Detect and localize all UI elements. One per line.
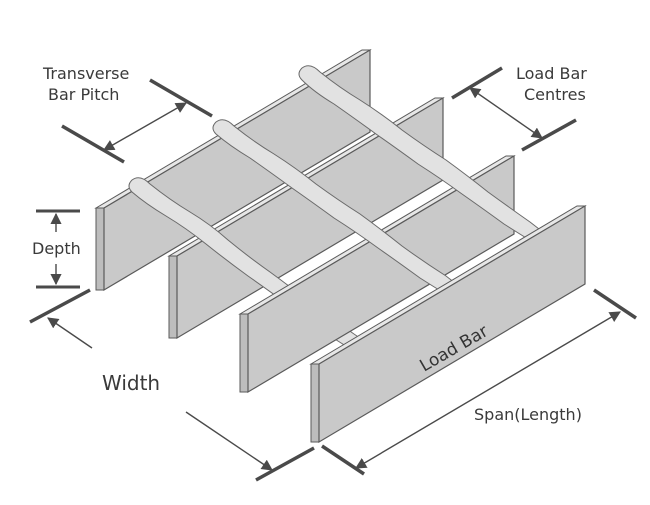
transverse-label-line2: Bar Pitch <box>48 85 119 104</box>
depth-label: Depth <box>32 239 81 258</box>
depth-dimension <box>36 209 80 289</box>
transverse-pitch-dimension <box>61 78 213 164</box>
span-label: Span(Length) <box>474 405 582 424</box>
width-dimension <box>29 288 315 482</box>
load-bar-centres-dimension <box>451 66 577 152</box>
centres-label-line2: Centres <box>524 85 586 104</box>
centres-label-line1: Load Bar <box>516 64 587 83</box>
span-dimension <box>321 288 637 476</box>
transverse-label-line1: Transverse <box>42 64 129 83</box>
width-label: Width <box>102 371 160 395</box>
